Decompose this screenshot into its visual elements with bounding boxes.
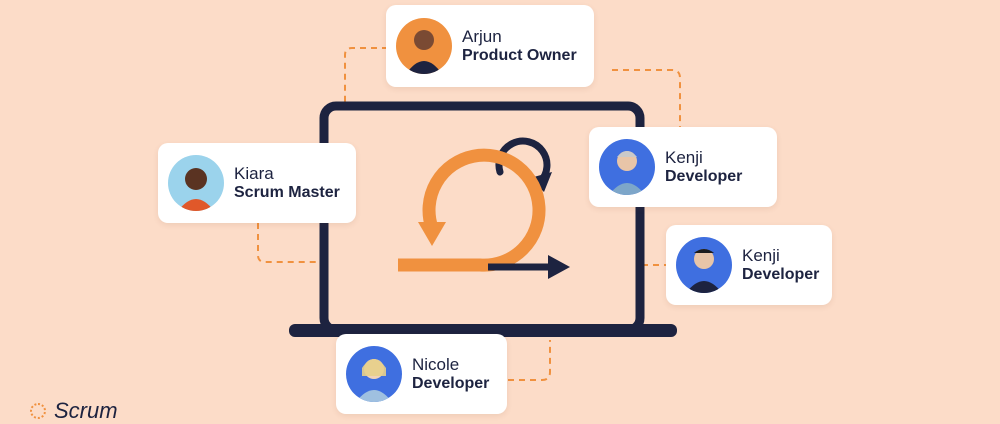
person-avatar-icon (168, 155, 224, 211)
member-role: Developer (412, 374, 490, 392)
member-role: Scrum Master (234, 183, 340, 201)
member-name: Nicole (412, 355, 460, 375)
team-card-kiara: Kiara Scrum Master (158, 143, 356, 223)
person-avatar-icon (599, 139, 655, 195)
member-role: Developer (742, 265, 820, 283)
person-avatar-icon (676, 237, 732, 293)
brand-text: Scrum (54, 398, 118, 423)
connector-arjun (344, 47, 388, 103)
connector-nicole (508, 340, 551, 381)
connector-kenji-top (612, 69, 681, 128)
team-card-kenji-top: Kenji Developer (589, 127, 777, 207)
person-avatar-icon (396, 18, 452, 74)
team-card-kenji-right: Kenji Developer (666, 225, 832, 305)
member-name: Kiara (234, 164, 274, 184)
member-name: Kenji (742, 246, 780, 266)
team-card-nicole: Nicole Developer (336, 334, 507, 414)
brand-logo: Scrum (30, 398, 118, 424)
dashed-connectors (257, 47, 681, 381)
team-card-arjun: Arjun Product Owner (386, 5, 594, 87)
person-avatar-icon (346, 346, 402, 402)
connector-kiara (257, 223, 322, 263)
member-role: Developer (665, 167, 743, 185)
member-role: Product Owner (462, 46, 577, 64)
sprint-cycle-icon (398, 137, 570, 279)
member-name: Kenji (665, 148, 703, 168)
member-name: Arjun (462, 27, 502, 47)
scrum-logo-icon (30, 403, 46, 419)
